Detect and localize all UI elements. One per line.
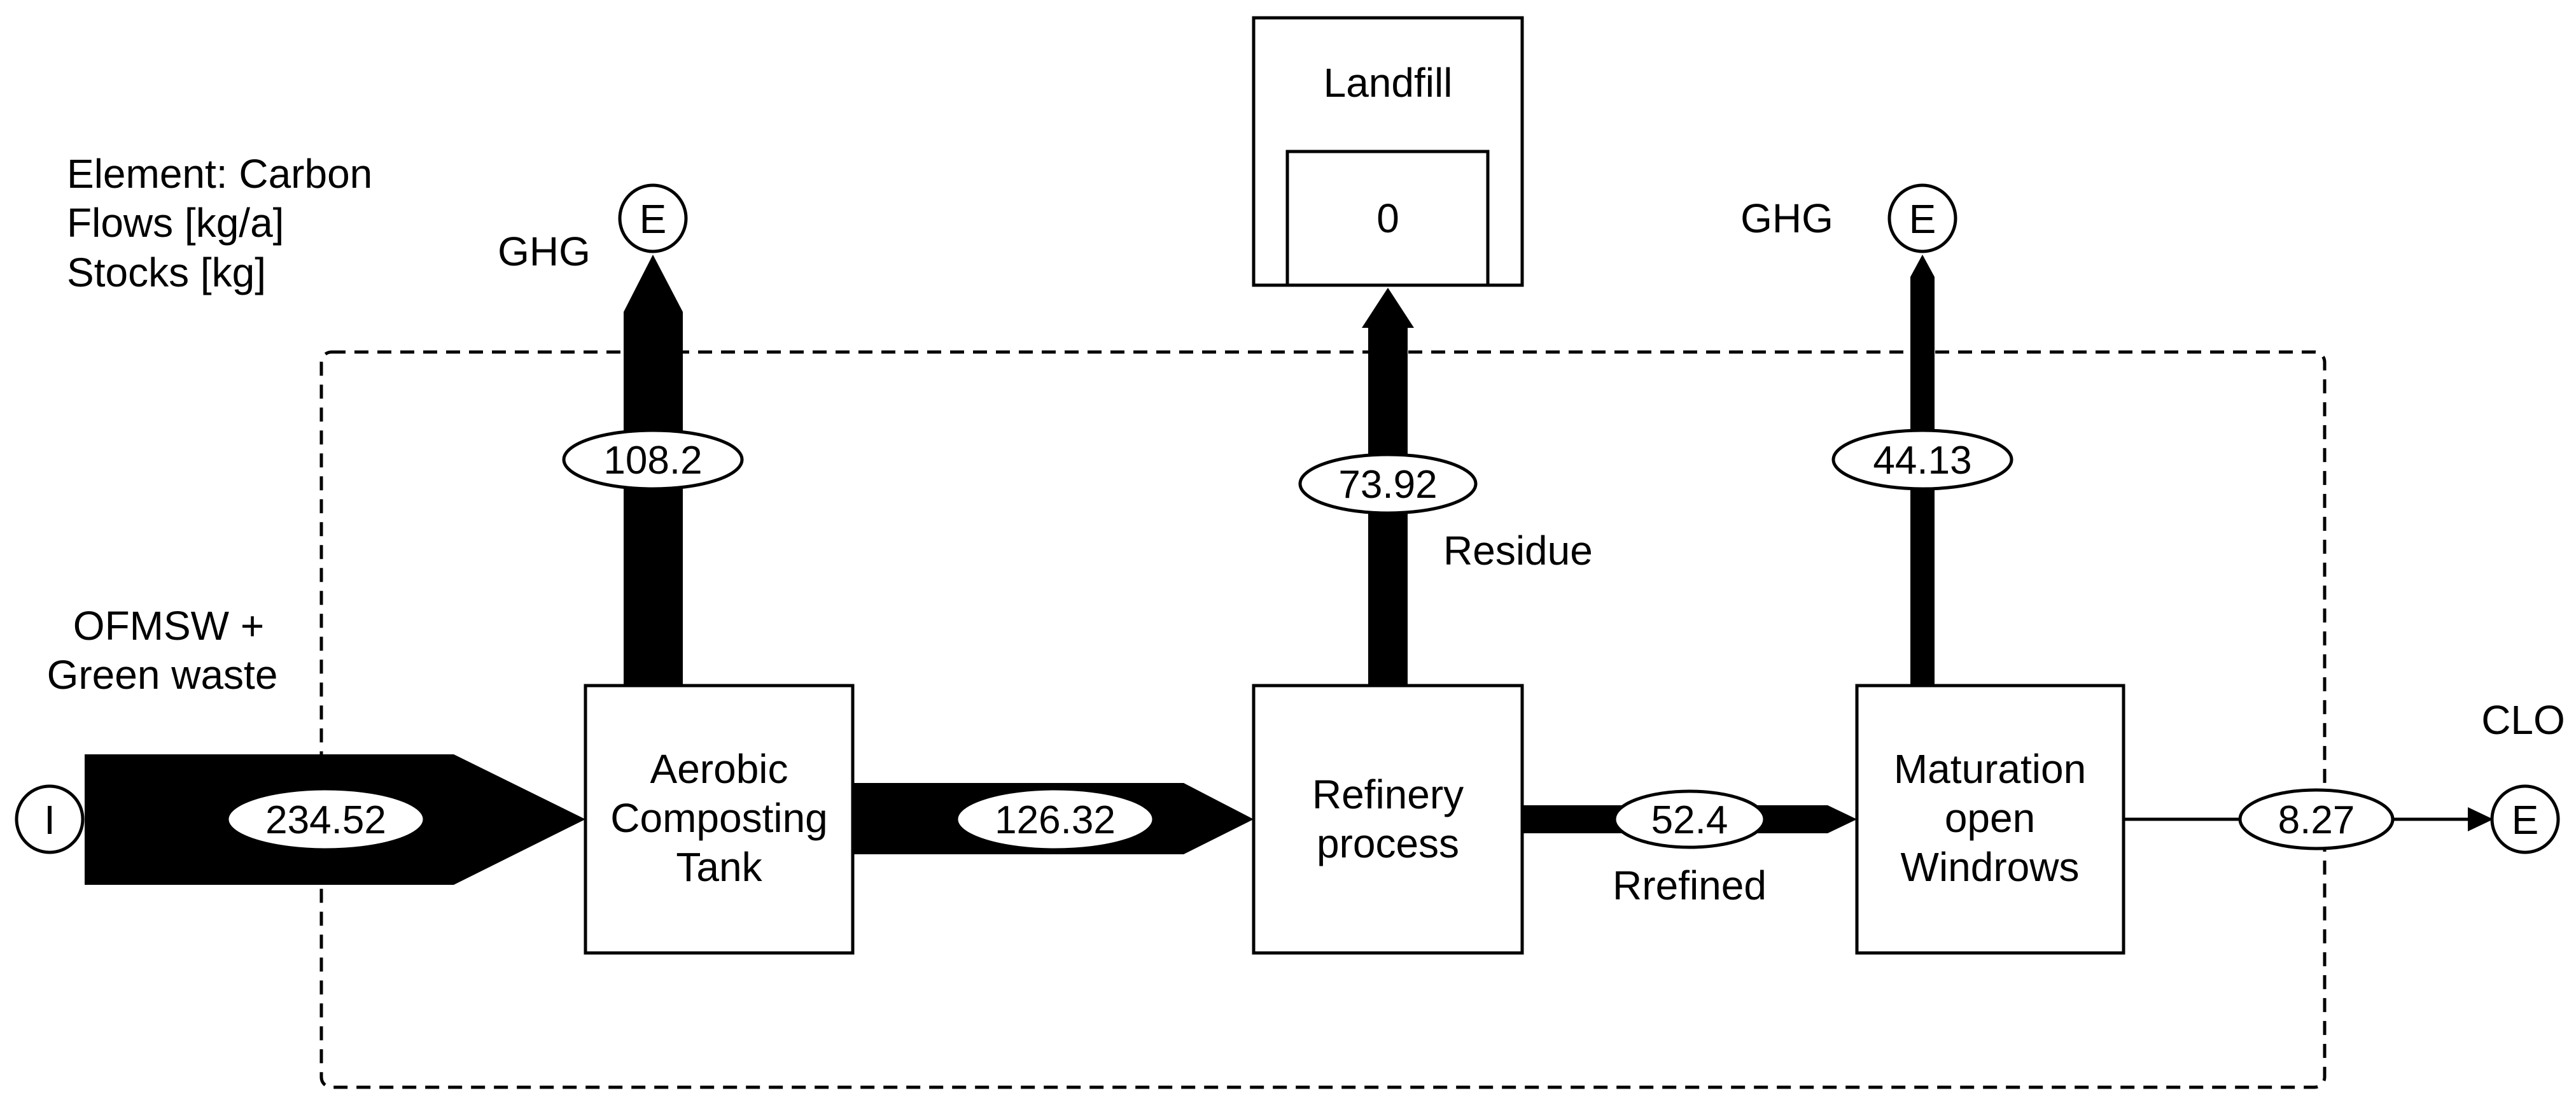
landfill-process: Landfill 0 (1252, 16, 1524, 287)
flow-aerobic-ghg-value: 108.2 (603, 439, 702, 483)
export-node-clo (2490, 784, 2560, 854)
flow-aerobic-to-refinery-value-oval (955, 787, 1156, 852)
import-node: I (15, 784, 85, 854)
flow-maturation-ghg-arrowhead (1910, 255, 1935, 277)
flow-refined-label: Rrefined (1613, 863, 1767, 908)
flow-aerobic-ghg: 108.2 GHG E (498, 183, 744, 686)
flow-residue-label: Residue (1443, 528, 1593, 574)
flow-input-label-line1: OFMSW + (73, 603, 264, 649)
flow-aerobic-ghg-arrowhead (624, 255, 683, 312)
process-refinery: Refinery process (1252, 684, 1524, 955)
process-aerobic-line1: Aerobic (650, 746, 788, 792)
landfill-stock-value: 0 (1376, 195, 1399, 241)
flow-maturation-ghg-value-oval (1831, 428, 2013, 491)
flow-aerobic-ghg-label: GHG (498, 229, 591, 274)
flow-refined-arrowhead (1828, 805, 1857, 833)
export-node-ghg-1 (618, 183, 688, 253)
flow-residue-value-oval (1298, 453, 1478, 515)
legend: Element: Carbon Flows [kg/a] Stocks [kg] (67, 151, 372, 295)
flow-aerobic-to-refinery: 126.32 (853, 783, 1254, 854)
process-maturation-line2: open (1945, 795, 2035, 841)
flow-aerobic-ghg-value-oval (562, 428, 744, 491)
process-maturation-box (1855, 684, 2125, 955)
system-boundary (319, 350, 2327, 1089)
process-refinery-box (1252, 684, 1524, 955)
flow-refined: 52.4 Rrefined (1522, 789, 1857, 908)
flow-aerobic-to-refinery-value: 126.32 (995, 798, 1116, 842)
process-aerobic-line2: Composting (610, 795, 828, 841)
legend-stocks: Stocks [kg] (67, 250, 266, 295)
flow-clo-label: CLO (2481, 697, 2565, 743)
process-aerobic-box (584, 684, 855, 955)
export-node-ghg-2-label: E (1909, 196, 1936, 242)
flow-residue-arrowhead (1362, 288, 1414, 328)
process-maturation: Maturation open Windrows (1855, 684, 2125, 955)
flow-refined-value: 52.4 (1651, 798, 1728, 842)
flow-residue: 73.92 Residue (1298, 288, 1593, 686)
process-aerobic-line3: Tank (676, 844, 762, 890)
flow-input-label-line2: Green waste (47, 652, 278, 698)
legend-element: Element: Carbon (67, 151, 372, 197)
landfill-label: Landfill (1324, 60, 1453, 106)
flow-residue-value: 73.92 (1338, 463, 1437, 507)
process-refinery-line1: Refinery (1312, 772, 1464, 817)
flow-clo: 8.27 CLO E (2124, 697, 2565, 854)
flow-maturation-ghg-value: 44.13 (1873, 439, 1971, 483)
flow-aerobic-ghg-shaft (624, 312, 683, 686)
process-maturation-line3: Windrows (1901, 844, 2080, 890)
landfill-stock-box (1285, 150, 1490, 287)
flow-clo-arrowhead (2468, 807, 2493, 831)
flow-input-arrowhead (454, 754, 585, 885)
export-node-ghg-1-label: E (640, 196, 667, 242)
flow-input: 234.52 OFMSW + Green waste (47, 603, 585, 885)
process-maturation-line1: Maturation (1894, 746, 2086, 792)
flow-maturation-ghg-label: GHG (1740, 195, 1833, 241)
process-refinery-line2: process (1317, 821, 1459, 866)
flow-input-value-oval (225, 787, 426, 852)
export-node-ghg-2 (1887, 183, 1957, 253)
legend-flows: Flows [kg/a] (67, 200, 284, 246)
flow-aerobic-to-refinery-arrowhead (1184, 783, 1254, 854)
flow-clo-value-oval (2238, 788, 2395, 850)
process-aerobic-composting-tank: Aerobic Composting Tank (584, 684, 855, 955)
flow-clo-value: 8.27 (2278, 798, 2355, 842)
flow-input-value: 234.52 (265, 798, 386, 842)
import-node-label: I (44, 797, 55, 843)
export-node-clo-label: E (2512, 797, 2539, 843)
flow-maturation-ghg: 44.13 GHG E (1740, 183, 2013, 686)
flow-refined-value-oval (1613, 789, 1767, 849)
import-node-circle (15, 784, 85, 854)
